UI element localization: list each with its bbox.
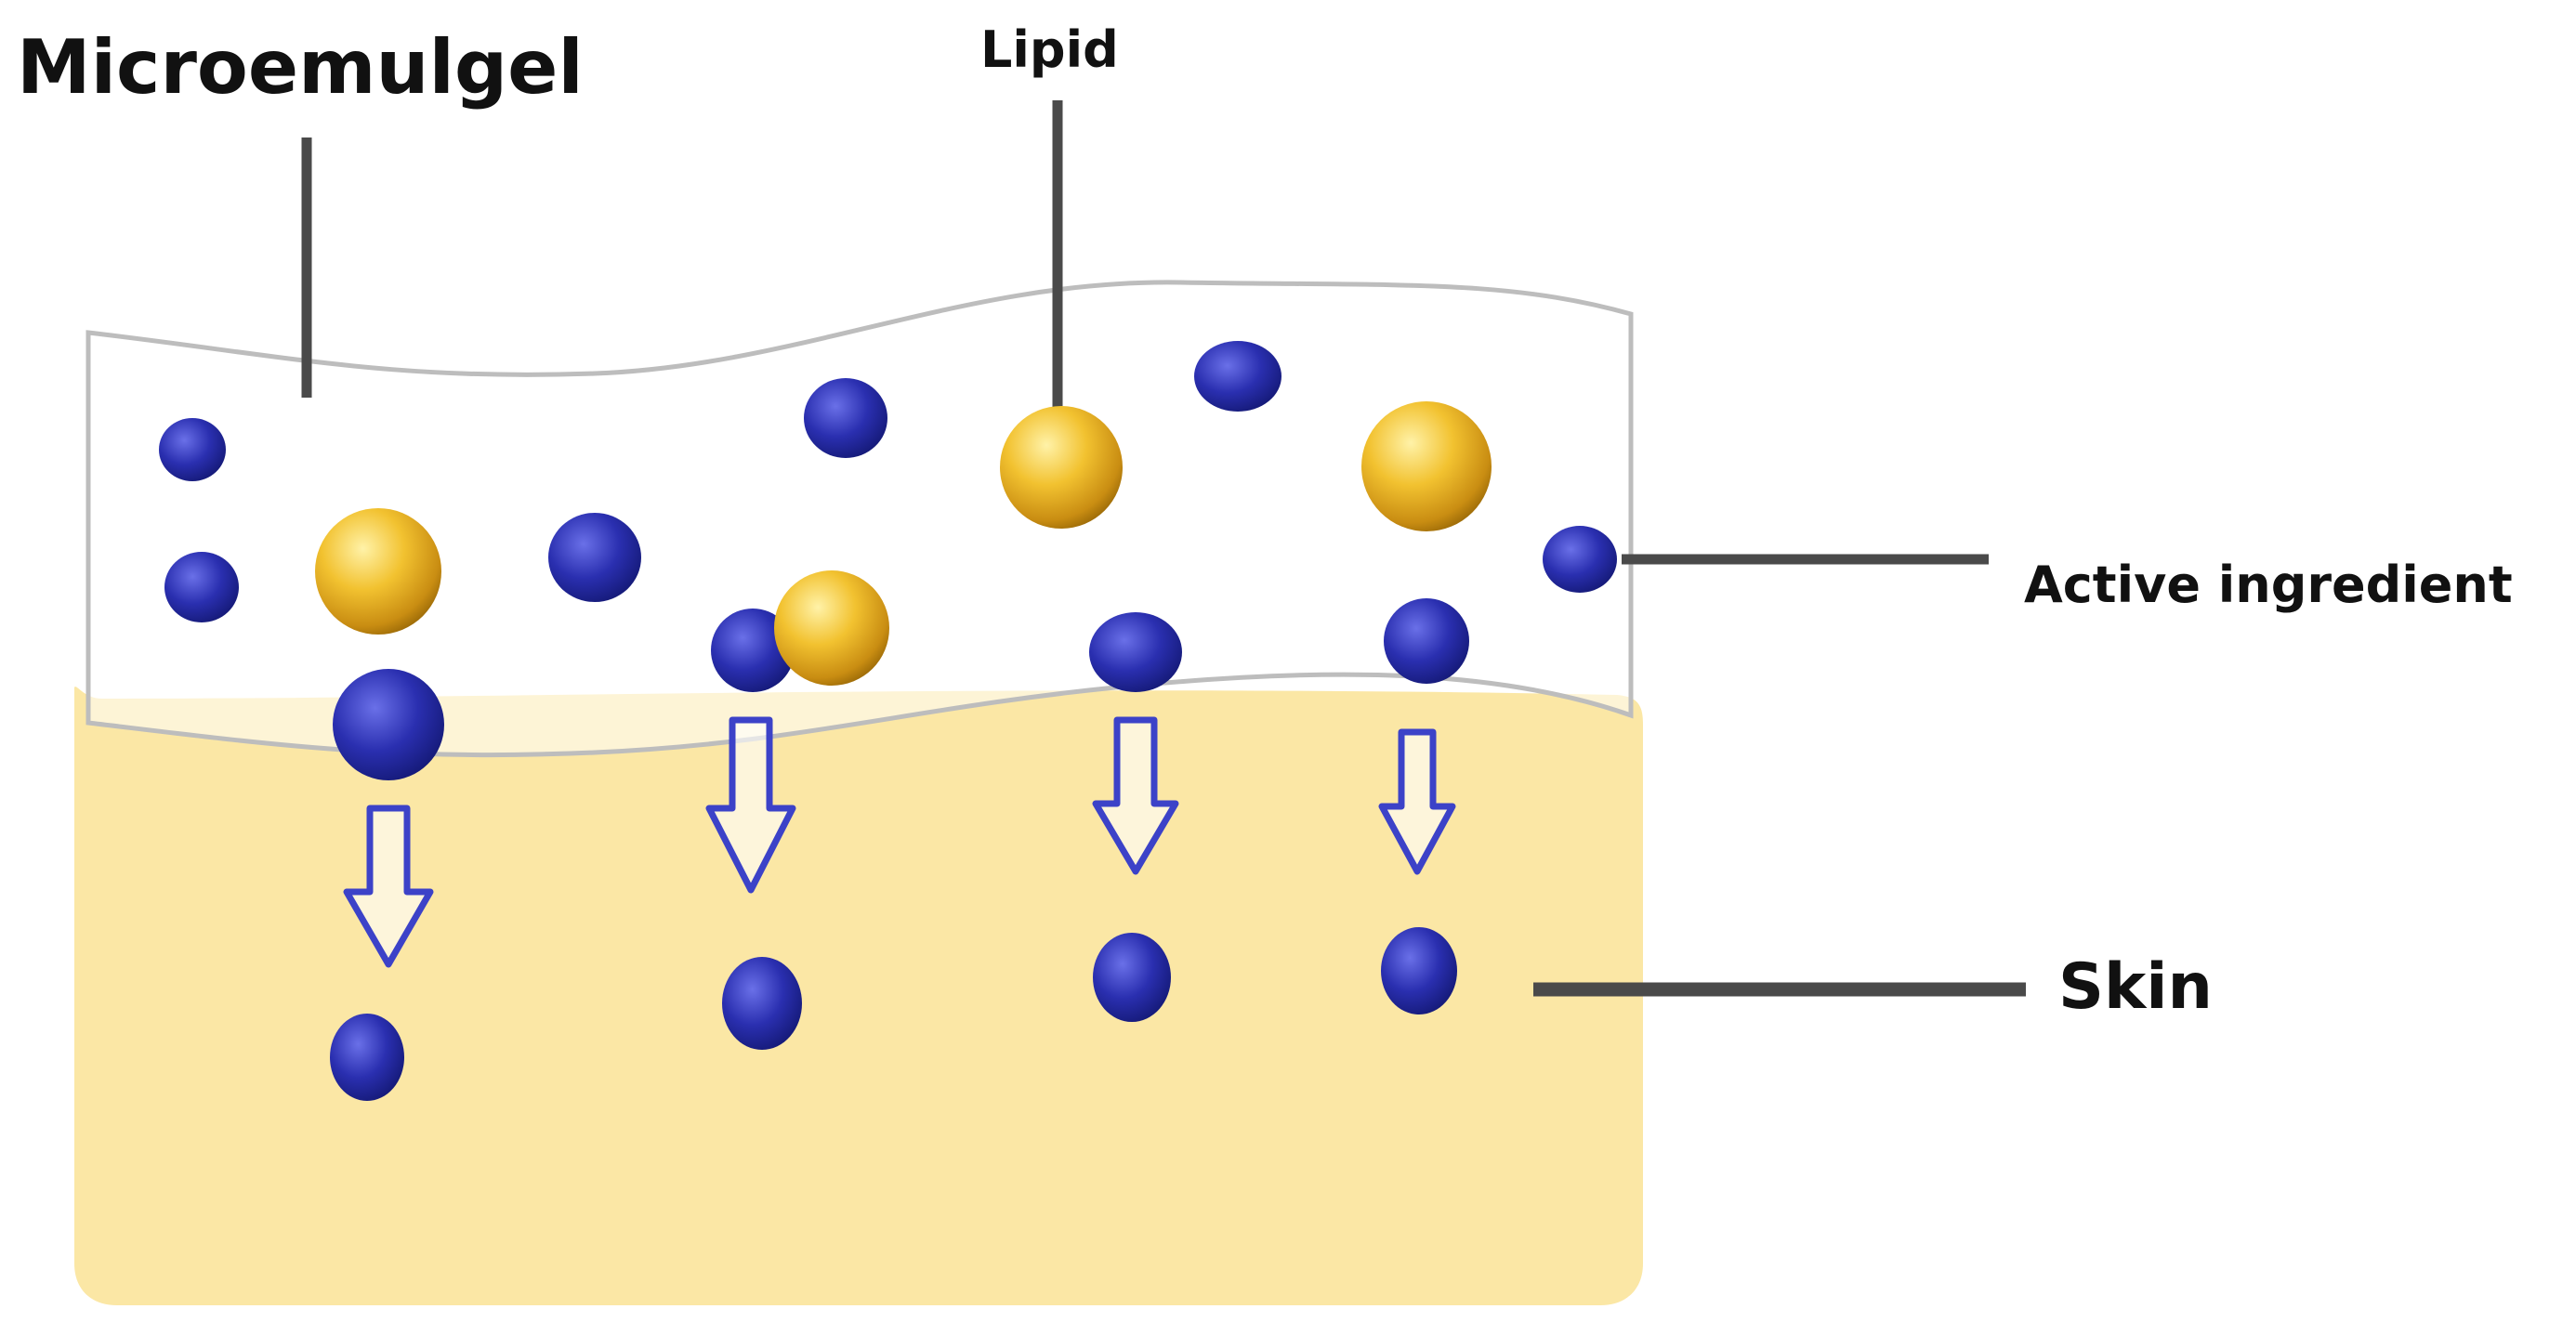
active-ingredient-particle: [1093, 933, 1171, 1022]
active-ingredient-particle: [1089, 612, 1182, 692]
lipid-label: Lipid: [980, 20, 1119, 79]
penetration-arrow: [1092, 716, 1179, 875]
penetration-arrow: [705, 716, 796, 894]
skin-label: Skin: [2058, 950, 2213, 1024]
active-ingredient-particle: [548, 513, 641, 602]
active-ingredient-particle: [1381, 927, 1457, 1014]
active-ingredient-particle: [333, 669, 444, 780]
active-ingredient-particle: [722, 957, 802, 1050]
lipid-particle: [1361, 401, 1492, 531]
active-ingredient-particle: [1543, 526, 1617, 593]
microemulgel-label: Microemulgel: [17, 24, 584, 111]
penetration-arrow: [1378, 728, 1456, 875]
active-ingredient-particle: [164, 552, 239, 622]
active-ingredient-label: Active ingredient: [2024, 556, 2513, 614]
lipid-particle: [1000, 406, 1123, 529]
active-ingredient-particle: [159, 418, 226, 481]
active-ingredient-particle: [330, 1014, 404, 1101]
active-ingredient-particle: [804, 378, 887, 458]
penetration-arrow: [343, 805, 434, 968]
active-ingredient-particle: [1194, 341, 1281, 412]
skin-layer: [74, 687, 1643, 1305]
lipid-particle: [774, 570, 889, 686]
lipid-particle: [315, 508, 441, 635]
active-ingredient-particle: [711, 609, 795, 692]
active-ingredient-particle: [1384, 598, 1469, 684]
